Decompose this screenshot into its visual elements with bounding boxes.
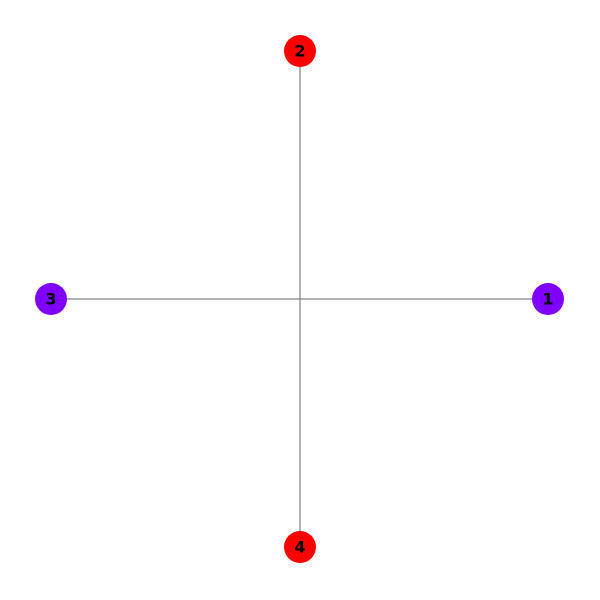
node-circle-3 xyxy=(35,283,67,315)
node-label-4: 4 xyxy=(294,538,305,557)
node-label-1: 1 xyxy=(542,290,553,309)
node-3: 3 xyxy=(35,283,67,315)
node-circle-1 xyxy=(532,283,564,315)
nodes-layer: 1 2 3 4 xyxy=(35,35,564,563)
node-circle-2 xyxy=(284,35,316,67)
node-circle-4 xyxy=(284,531,316,563)
node-2: 2 xyxy=(284,35,316,67)
node-4: 4 xyxy=(284,531,316,563)
node-label-2: 2 xyxy=(294,42,305,61)
node-1: 1 xyxy=(532,283,564,315)
edges-layer xyxy=(51,51,548,547)
node-label-3: 3 xyxy=(45,290,56,309)
